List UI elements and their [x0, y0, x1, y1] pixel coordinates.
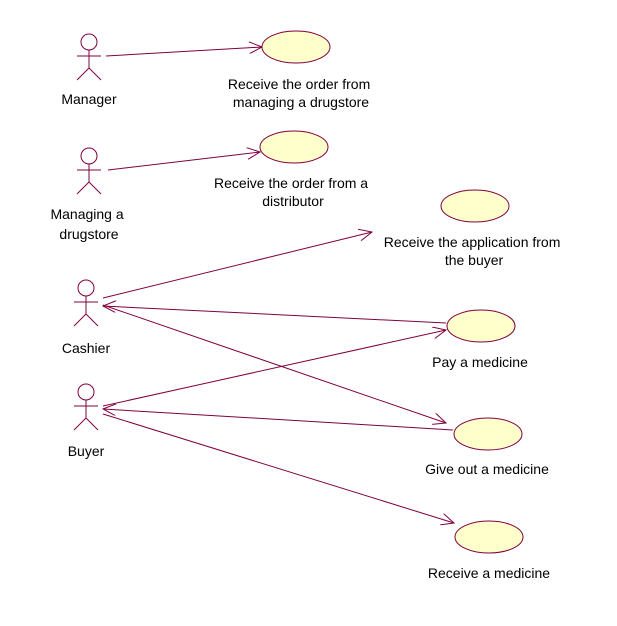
usecase-order-from-drugstore[interactable]: Receive the order from managing a drugst…	[228, 30, 374, 110]
actor-managing-drugstore-icon	[76, 147, 102, 195]
actor-cashier[interactable]: Cashier	[62, 279, 111, 356]
usecase-pay-medicine-label: Pay a medicine	[432, 354, 528, 370]
association-cashier-to-give-out-medicine	[102, 304, 446, 423]
usecase-application-from-buyer-ellipse	[440, 189, 510, 223]
usecase-receive-medicine-ellipse	[454, 520, 524, 554]
association-pay-medicine-to-cashier	[103, 306, 447, 324]
usecase-application-from-buyer-label: Receive the application from the buyer	[384, 234, 565, 268]
usecase-pay-medicine-ellipse	[446, 309, 516, 343]
usecase-receive-medicine[interactable]: Receive a medicine	[428, 520, 550, 581]
usecase-order-from-distributor[interactable]: Receive the order from a distributor	[214, 130, 372, 209]
usecase-order-from-distributor-label: Receive the order from a distributor	[214, 175, 372, 209]
usecase-application-from-buyer[interactable]: Receive the application from the buyer	[384, 189, 565, 268]
actor-buyer-label: Buyer	[68, 443, 105, 459]
association-give-out-medicine-to-buyer	[103, 409, 454, 431]
usecase-order-from-distributor-ellipse	[259, 130, 329, 164]
actor-manager[interactable]: Manager	[61, 33, 117, 107]
associations	[103, 47, 454, 523]
usecase-pay-medicine[interactable]: Pay a medicine	[432, 309, 528, 370]
association-cashier-to-application-from-buyer	[102, 232, 372, 299]
actor-managing-drugstore[interactable]: Managing a drugstore	[50, 147, 127, 242]
usecase-give-out-medicine-ellipse	[453, 417, 523, 451]
association-managing-drugstore-to-order-from-distributor	[107, 152, 260, 171]
actor-cashier-label: Cashier	[62, 340, 111, 356]
actor-manager-icon	[76, 33, 102, 81]
association-buyer-to-pay-medicine	[102, 330, 446, 407]
association-manager-to-order-from-drugstore	[105, 47, 262, 57]
usecase-order-from-drugstore-ellipse	[261, 30, 331, 64]
usecase-give-out-medicine[interactable]: Give out a medicine	[425, 417, 549, 477]
association-buyer-to-receive-medicine	[102, 413, 454, 523]
actor-buyer-icon	[73, 383, 99, 431]
usecase-receive-medicine-label: Receive a medicine	[428, 565, 550, 581]
usecase-give-out-medicine-label: Give out a medicine	[425, 461, 549, 477]
usecase-order-from-drugstore-label: Receive the order from managing a drugst…	[228, 76, 374, 110]
actor-buyer[interactable]: Buyer	[68, 383, 105, 459]
actor-cashier-icon	[73, 279, 99, 327]
actor-manager-label: Manager	[61, 91, 117, 107]
actor-managing-drugstore-label: Managing a drugstore	[50, 206, 127, 242]
